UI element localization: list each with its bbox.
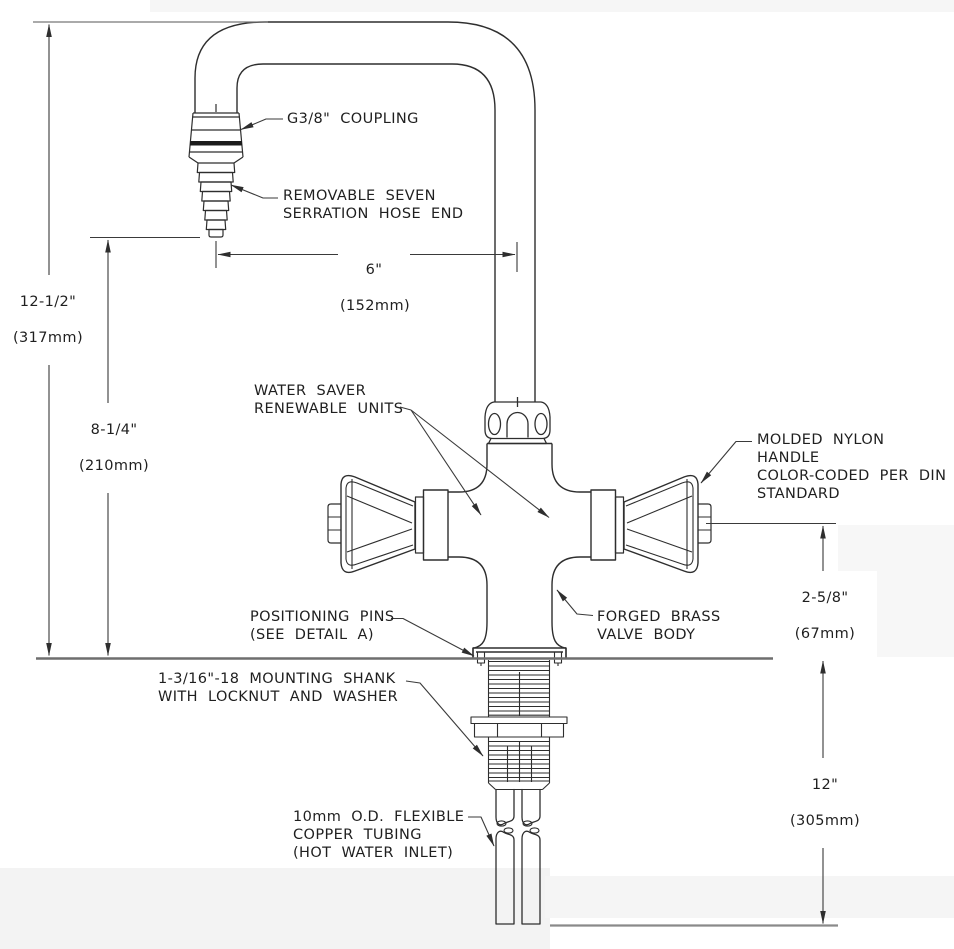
label-valve-body: FORGED BRASS VALVE BODY: [597, 609, 721, 643]
serrated-hose-end: [197, 163, 234, 237]
dimension-handle-to-deck-in: 2-5/8": [801, 590, 849, 606]
leader-coupling: [240, 119, 283, 130]
leader-positioning-pins: [391, 619, 475, 657]
dimension-spout-height-in: 8-1/4": [90, 422, 138, 438]
gooseneck-spout: [195, 22, 535, 402]
dimension-spout-reach: 6" (152mm): [338, 243, 410, 333]
dimension-spout-height: 8-1/4" (210mm): [74, 403, 154, 493]
leader-lines: [230, 119, 752, 847]
dimension-spout-reach-mm: (152mm): [340, 298, 411, 314]
leader-handle: [701, 442, 752, 484]
leader-hose-end: [230, 185, 278, 198]
dimension-overall-height-in: 12-1/2": [19, 294, 77, 310]
label-positioning-pins: POSITIONING PINS (SEE DETAIL A): [250, 609, 395, 643]
copper-tubes: [496, 790, 540, 925]
left-handle: [341, 476, 415, 573]
dimension-overall-height: 12-1/2" (317mm): [8, 275, 88, 365]
label-coupling: G3/8" COUPLING: [287, 111, 419, 127]
label-hose-end: REMOVABLE SEVEN SERRATION HOSE END: [283, 188, 464, 222]
dimension-tubing-length-mm: (305mm): [789, 813, 861, 829]
left-bonnet-ring: [416, 497, 424, 553]
right-handle: [624, 476, 698, 573]
valve-body: [448, 444, 591, 667]
leader-water-saver-right: [411, 410, 550, 518]
right-bonnet: [591, 490, 616, 560]
label-water-saver: WATER SAVER RENEWABLE UNITS: [254, 383, 404, 417]
dimension-overall-height-mm: (317mm): [12, 330, 84, 346]
left-handle-assembly: [328, 476, 448, 573]
spout-coupling: [189, 104, 243, 163]
leader-mounting-shank: [406, 681, 483, 757]
label-mounting-shank: 1-3/16"-18 MOUNTING SHANK WITH LOCKNUT A…: [158, 671, 399, 705]
dimension-handle-to-deck-mm: (67mm): [794, 626, 856, 642]
mounting-shank-assembly: [471, 660, 567, 790]
dimension-spout-reach-in: 6": [365, 262, 383, 278]
left-bonnet: [424, 490, 449, 560]
leader-copper-tubing: [468, 817, 494, 847]
locknut: [475, 724, 564, 738]
right-bonnet-ring: [616, 497, 624, 553]
label-handle: MOLDED NYLON HANDLE COLOR-CODED PER DIN …: [757, 432, 947, 502]
spout-nut: [485, 397, 550, 444]
right-handle-assembly: [591, 476, 711, 573]
leader-valve-body: [557, 589, 593, 616]
leader-water-saver-stem: [400, 407, 411, 410]
dimension-tubing-length: 12" (305mm): [773, 758, 877, 848]
dimension-handle-to-deck: 2-5/8" (67mm): [773, 571, 877, 661]
leader-water-saver-left: [411, 410, 481, 516]
label-copper-tubing: 10mm O.D. FLEXIBLE COPPER TUBING (HOT WA…: [293, 809, 465, 861]
dimension-tubing-length-in: 12": [811, 777, 839, 793]
dimension-spout-height-mm: (210mm): [78, 458, 150, 474]
washer: [471, 717, 567, 724]
